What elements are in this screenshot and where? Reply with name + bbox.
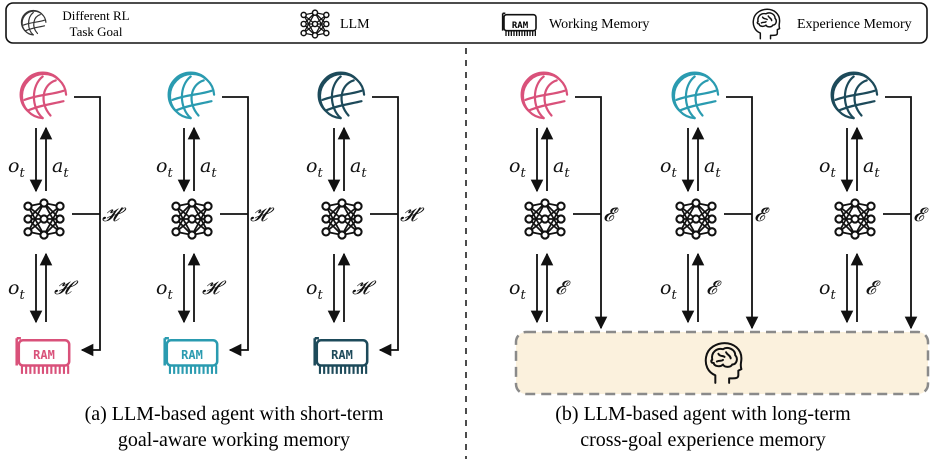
- observation-label: ot: [660, 155, 677, 181]
- ram-chip-icon: RAM: [163, 336, 219, 376]
- action-label: at: [52, 155, 69, 181]
- legend-experience-memory: Experience Memory: [797, 17, 912, 32]
- ram-label: RAM: [33, 348, 55, 362]
- ram-label: RAM: [181, 348, 203, 362]
- experience-feedback-arrow: [885, 96, 918, 330]
- experience-memory-box: [514, 330, 930, 396]
- globe-icon: [830, 71, 879, 120]
- globe-icon: [317, 71, 366, 120]
- action-label: at: [200, 155, 217, 181]
- ram-label: RAM: [331, 348, 353, 362]
- globe-icon: [520, 71, 569, 120]
- experience-full-label: 𝓔: [913, 204, 929, 226]
- history-feedback-arrow: [372, 96, 399, 357]
- observation-label: ot: [660, 277, 677, 303]
- history-full-label: 𝓗′: [400, 204, 425, 226]
- history-feedback-arrow: [222, 96, 249, 357]
- experience-label: 𝓔: [865, 277, 881, 299]
- neural-network-icon: [300, 9, 330, 39]
- observation-label: ot: [819, 277, 836, 303]
- observation-label: ot: [306, 277, 323, 303]
- history-label: 𝓗: [352, 277, 377, 299]
- observation-label: ot: [306, 155, 323, 181]
- ram-chip-icon: RAM: [15, 336, 71, 376]
- observation-label: ot: [8, 155, 25, 181]
- legend-working-memory: Working Memory: [549, 17, 649, 32]
- neural-network-icon: [834, 198, 876, 240]
- history-feedback-arrow: [74, 96, 101, 357]
- globe-icon: [167, 71, 216, 120]
- neural-network-icon: [675, 198, 717, 240]
- observation-label: ot: [8, 277, 25, 303]
- caption-a-line2: goal-aware working memory: [118, 429, 350, 451]
- neural-network-icon: [23, 198, 65, 240]
- neural-network-icon: [524, 198, 566, 240]
- legend-llm: LLM: [340, 17, 370, 32]
- ram-chip-icon: RAM: [313, 336, 369, 376]
- caption-b-line1: (b) LLM-based agent with long-term: [555, 403, 851, 425]
- action-label: at: [553, 155, 570, 181]
- action-label: at: [704, 155, 721, 181]
- legend: Different RL Task Goal LLM RAM Working M…: [5, 2, 928, 44]
- action-label: at: [350, 155, 367, 181]
- history-full-label: 𝓗′: [250, 204, 275, 226]
- experience-feedback-arrow: [575, 96, 608, 330]
- observation-label: ot: [156, 277, 173, 303]
- experience-full-label: 𝓔′: [754, 204, 770, 226]
- legend-ram-text: RAM: [512, 21, 529, 31]
- caption-a-line1: (a) LLM-based agent with short-term: [85, 403, 384, 425]
- history-full-label: 𝓗′: [102, 204, 127, 226]
- history-label: 𝓗: [202, 277, 227, 299]
- experience-label: 𝓔: [706, 277, 722, 299]
- legend-task-goal-line2: Task Goal: [70, 24, 123, 39]
- ram-chip-icon: RAM: [501, 12, 537, 37]
- observation-label: ot: [509, 155, 526, 181]
- caption-b-line2: cross-goal experience memory: [580, 429, 825, 451]
- legend-frame: [5, 2, 928, 44]
- experience-full-label: 𝓔′: [603, 204, 619, 226]
- experience-feedback-arrow: [726, 96, 759, 330]
- observation-label: ot: [509, 277, 526, 303]
- observation-label: ot: [819, 155, 836, 181]
- action-label: at: [863, 155, 880, 181]
- globe-icon: [19, 71, 68, 120]
- neural-network-icon: [321, 198, 363, 240]
- legend-task-goal-line1: Different RL: [62, 8, 129, 23]
- globe-icon: [671, 71, 720, 120]
- observation-label: ot: [156, 155, 173, 181]
- experience-label: 𝓔: [555, 277, 571, 299]
- neural-network-icon: [171, 198, 213, 240]
- history-label: 𝓗: [54, 277, 79, 299]
